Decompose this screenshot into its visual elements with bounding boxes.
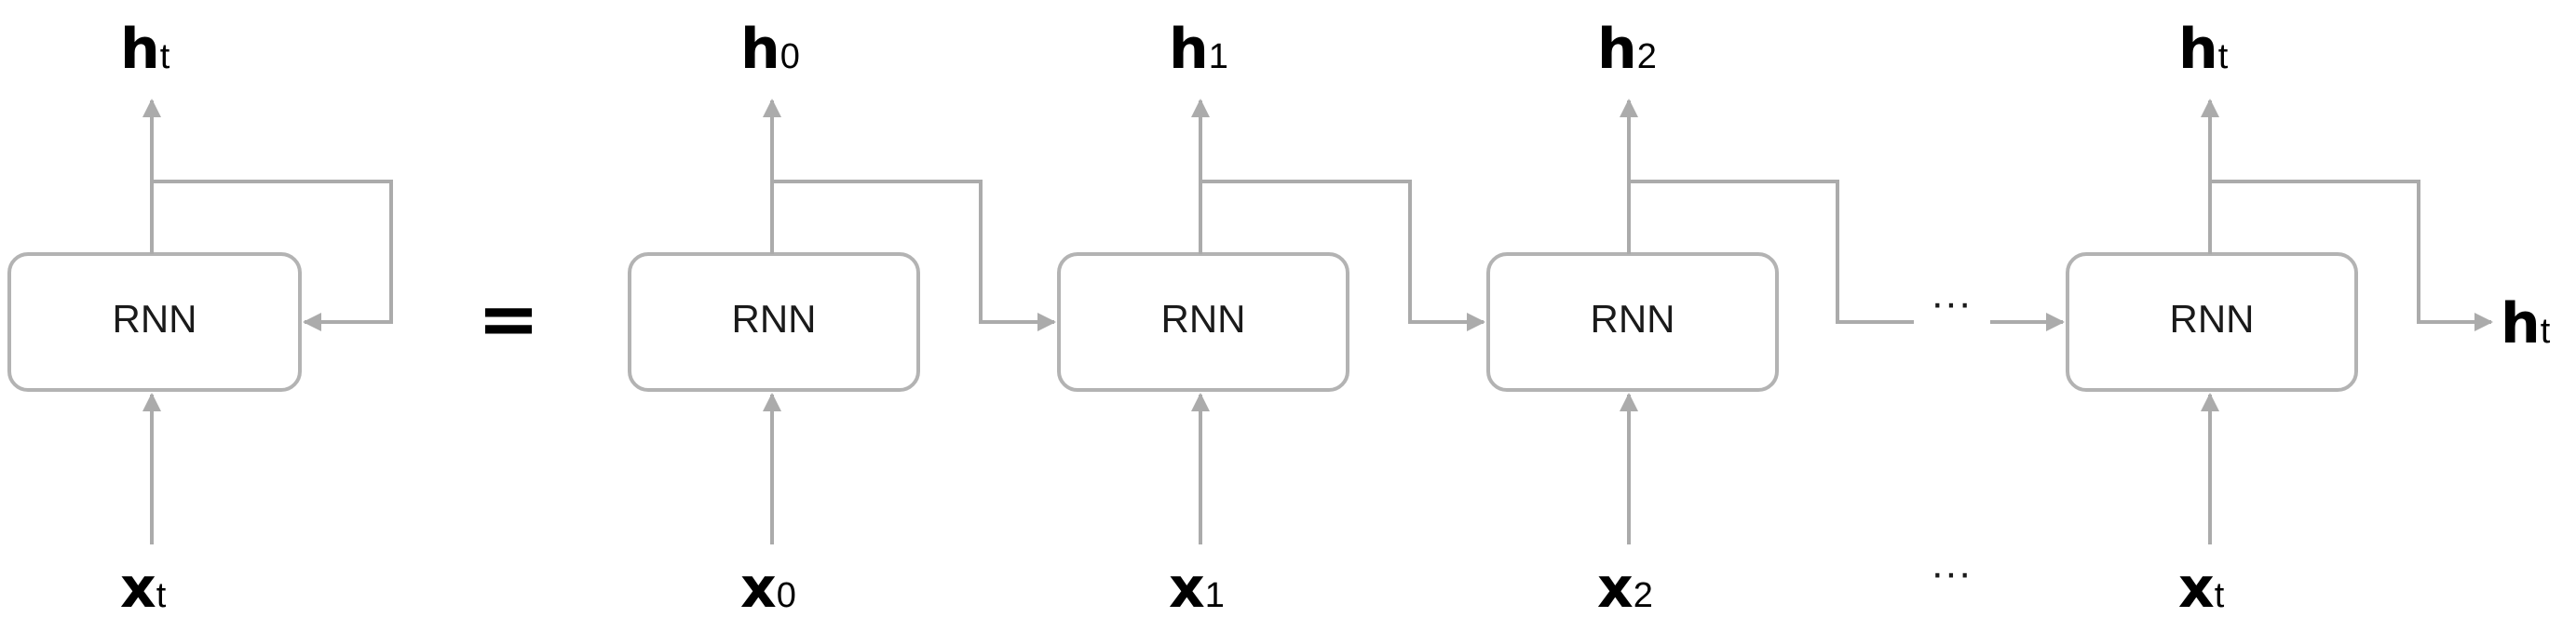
cell-1-output-subscript: 1 — [1209, 37, 1228, 76]
cell-0-output-subscript: 0 — [780, 37, 800, 76]
cell-2-input-symbol: x — [1597, 556, 1634, 621]
cell-0-rnn-label: RNN — [732, 297, 817, 341]
cell-1-rnn-box — [1057, 252, 1349, 392]
ellipsis-middle: ··· — [1931, 280, 1972, 326]
cell-0-output-symbol: h — [740, 17, 780, 82]
cell-1-input-symbol: x — [1169, 556, 1205, 621]
cell-2-rnn-box — [1486, 252, 1779, 392]
folded-rnn-label: RNN — [113, 297, 197, 341]
ellipsis-bottom: ··· — [1931, 550, 1972, 596]
cell-2-input-subscript: 2 — [1634, 576, 1653, 615]
cell-t-rnn-label: RNN — [2170, 297, 2255, 341]
cell-t-input-symbol: x — [2178, 556, 2215, 621]
cell-1-input-label: x1 — [1169, 556, 1225, 621]
cell-0-output-label: h0 — [740, 17, 800, 82]
final-output-symbol: h — [2501, 291, 2541, 356]
cell-0-hidden-state-arrow — [772, 180, 1056, 331]
folded-output-label: ht — [120, 17, 170, 82]
folded-input-label: xt — [120, 556, 167, 621]
unrolled-cell-0: RNN h0 x0 — [628, 17, 1056, 621]
final-output-label: ht — [2501, 291, 2551, 356]
folded-recurrent-loop — [152, 180, 393, 331]
cell-t-output-subscript: t — [2218, 37, 2229, 76]
cell-t-input-subscript: t — [2215, 576, 2225, 615]
folded-output-symbol: h — [120, 17, 160, 82]
cell-1-hidden-state-arrow — [1200, 180, 1485, 331]
cell-1-rnn-label: RNN — [1161, 297, 1246, 341]
unrolled-cell-1: RNN h1 x1 — [1057, 17, 1485, 621]
unrolled-cell-2: RNN h2 x2 — [1486, 17, 1914, 621]
equals-sign: = — [477, 275, 539, 362]
cell-0-input-label: x0 — [740, 556, 796, 621]
cell-2-input-label: x2 — [1597, 556, 1653, 621]
folded-rnn: RNN ht xt — [7, 17, 393, 621]
cell-0-input-subscript: 0 — [777, 576, 796, 615]
cell-2-output-symbol: h — [1597, 17, 1637, 82]
cell-1-output-label: h1 — [1169, 17, 1228, 82]
cell-2-rnn-label: RNN — [1591, 297, 1675, 341]
folded-output-subscript: t — [160, 37, 170, 76]
cell-1-input-subscript: 1 — [1205, 576, 1225, 615]
final-output-subscript: t — [2541, 312, 2551, 351]
cell-1-output-symbol: h — [1169, 17, 1209, 82]
folded-rnn-box — [7, 252, 302, 392]
cell-2-output-subscript: 2 — [1637, 37, 1657, 76]
cell-2-output-label: h2 — [1597, 17, 1657, 82]
cell-t-input-label: xt — [2178, 556, 2225, 621]
cell-t-output-label: ht — [2178, 17, 2229, 82]
cell-2-hidden-state-line — [1629, 180, 1914, 324]
folded-input-symbol: x — [120, 556, 156, 621]
cell-t-hidden-state-arrow — [2210, 180, 2493, 331]
unrolled-cell-t: RNN ht xt — [2066, 17, 2493, 621]
cell-0-input-symbol: x — [740, 556, 777, 621]
cell-t-output-symbol: h — [2178, 17, 2218, 82]
folded-input-subscript: t — [156, 576, 167, 615]
